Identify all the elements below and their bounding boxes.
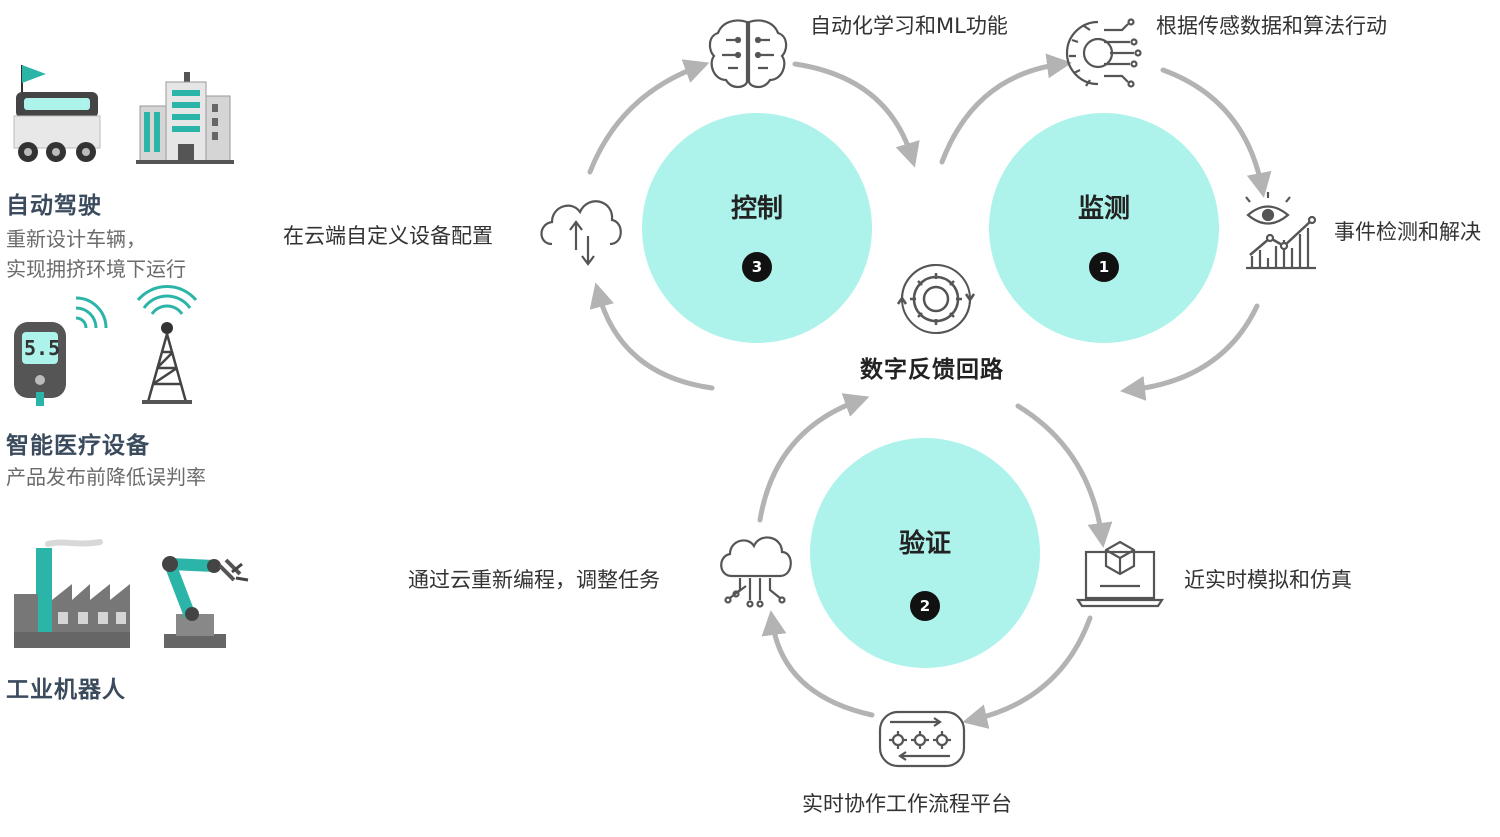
cloud-circuit-icon: [720, 536, 792, 608]
circuit-gear-icon: [1065, 18, 1142, 88]
arrow-control-2: [792, 61, 920, 168]
step-label-sensor-action: 根据传感数据和算法行动: [1156, 14, 1387, 38]
step-label-cloud-config: 在云端自定义设备配置: [283, 224, 493, 248]
circle-title-verify: 验证: [898, 529, 952, 559]
city-building-icon: [136, 72, 234, 164]
arrow-verify-4: [757, 393, 870, 523]
center-title: 数字反馈回路: [860, 357, 1004, 383]
arrow-control-3: [589, 282, 715, 391]
step-label-simulation: 近实时模拟和仿真: [1184, 568, 1352, 592]
badge-control: 3: [742, 252, 772, 282]
robot-arm-icon: [162, 556, 249, 648]
step-label-ml: 自动化学习和ML功能: [810, 14, 1008, 38]
arrow-verify-1: [1015, 403, 1113, 548]
delivery-robot-icon: [13, 65, 101, 162]
cloud-sync-icon: [540, 200, 622, 266]
circle-title-monitor: 监测: [1077, 194, 1131, 224]
arrow-monitor-1: [939, 53, 1072, 165]
sidebar-desc-smart-medical: 产品发布前降低误判率: [6, 465, 206, 489]
arrow-verify-3: [761, 610, 875, 718]
arrow-verify-2: [962, 615, 1093, 729]
laptop-cube-icon: [1075, 540, 1165, 608]
badge-monitor: 1: [1089, 252, 1119, 282]
factory-icon: [14, 539, 130, 648]
sidebar-desc-autonomous-driving-line2: 实现拥挤环境下运行: [6, 257, 186, 281]
signal-tower-icon: [136, 285, 198, 404]
arrow-monitor-3: [1120, 303, 1260, 401]
sidebar-desc-autonomous-driving-line1: 重新设计车辆，: [6, 227, 146, 251]
arrow-control-1: [587, 59, 710, 175]
step-label-workflow-platform: 实时协作工作流程平台: [802, 792, 1012, 816]
sidebar-title-autonomous-driving: 自动驾驶: [6, 193, 102, 219]
circle-verify: [810, 438, 1040, 668]
step-label-cloud-reprogram: 通过云重新编程，调整任务: [408, 568, 660, 592]
circle-control: [642, 113, 872, 343]
eye-analytics-icon: [1245, 192, 1317, 270]
workflow-gears-icon: [878, 710, 966, 768]
glucose-meter-icon: [14, 296, 108, 406]
circle-monitor: [989, 113, 1219, 343]
glucose-meter-reading: 5.5: [24, 336, 61, 360]
arrow-monitor-2: [1160, 67, 1272, 198]
step-label-event-detection: 事件检测和解决: [1334, 220, 1481, 244]
circle-title-control: 控制: [730, 194, 784, 224]
brain-icon: [708, 19, 788, 89]
gear-icon: [896, 264, 976, 334]
sidebar-title-smart-medical: 智能医疗设备: [6, 433, 150, 459]
sidebar-title-industrial-robot: 工业机器人: [6, 677, 126, 703]
badge-verify: 2: [910, 591, 940, 621]
